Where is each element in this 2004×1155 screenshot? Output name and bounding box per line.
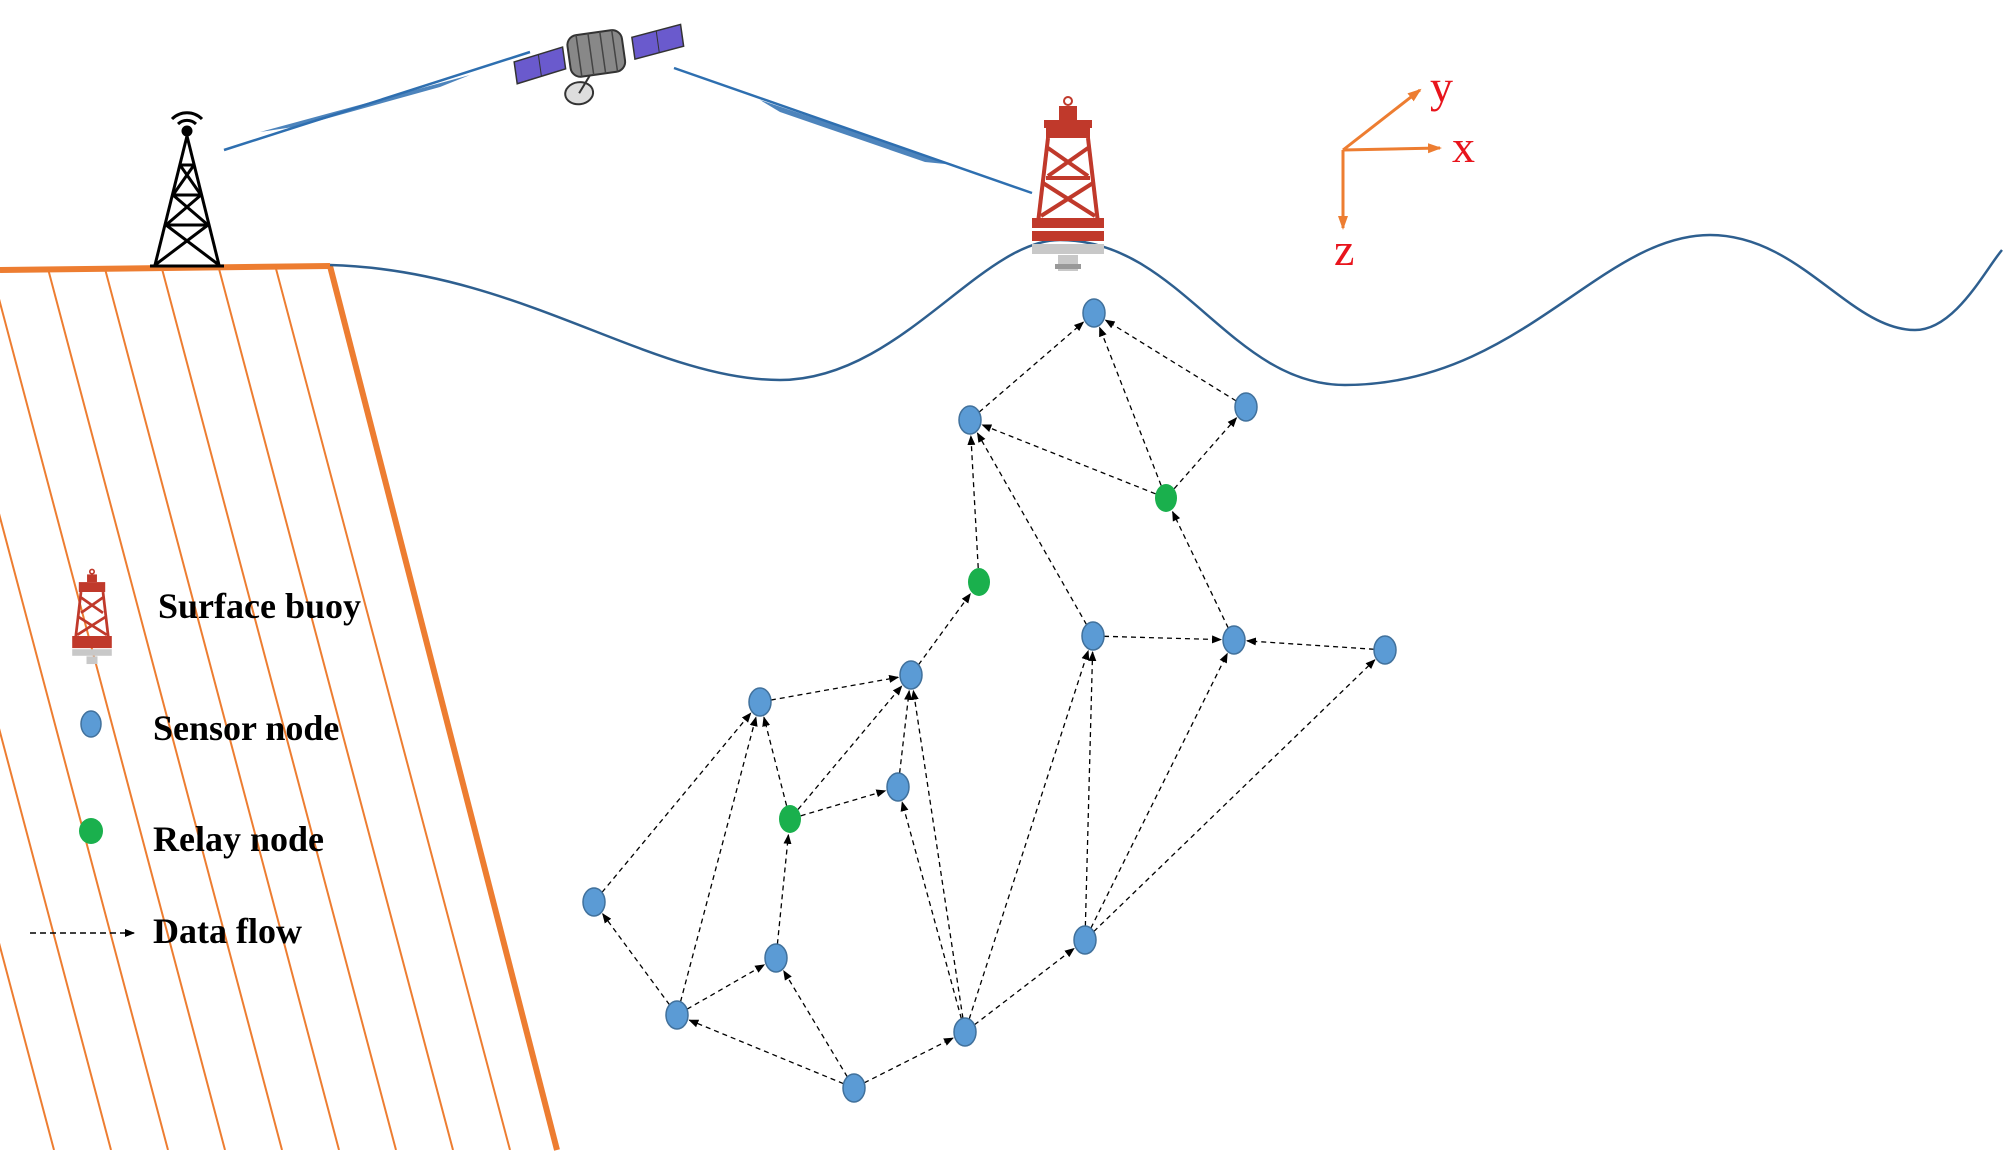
sensor-node	[748, 687, 772, 717]
sea-surface-wave	[329, 233, 2003, 387]
data-flow-arrow	[1099, 326, 1162, 486]
shore	[0, 263, 560, 1151]
legend-surface-buoy-label: Surface buoy	[158, 586, 361, 626]
z-axis-label: z	[1334, 224, 1354, 275]
shore-hatch-line	[46, 265, 283, 1150]
satellite-buoy-bolt	[760, 100, 955, 165]
shore-hatch-line	[0, 265, 169, 1150]
y-axis	[1342, 88, 1422, 152]
legend-buoy-icon	[72, 568, 112, 665]
shore-hatch-line	[0, 265, 226, 1150]
data-flow-arrow	[967, 434, 979, 569]
shore-hatch-line	[331, 265, 557, 1150]
data-flow-arrow	[688, 1019, 844, 1085]
legend-data-flow-label: Data flow	[153, 911, 302, 951]
data-flow-arrow	[974, 947, 1075, 1026]
shore-hatching	[0, 265, 557, 1150]
data-flow-arrow	[783, 969, 848, 1078]
data-flow-arrow	[1173, 417, 1238, 490]
network-nodes	[582, 298, 1397, 1103]
legend-sensor-node-icon	[80, 710, 102, 738]
shore-hatch-line	[103, 265, 340, 1150]
sensor-node	[1082, 298, 1106, 328]
y-axis-label: y	[1430, 61, 1453, 112]
data-flow-arrow	[976, 432, 1088, 625]
sensor-node	[1081, 621, 1105, 651]
shore-hatch-line	[445, 265, 557, 1150]
sensor-node	[886, 772, 910, 802]
data-flow-arrow	[898, 689, 913, 774]
satellite-buoy-link	[673, 66, 1033, 195]
data-flow-arrow	[863, 1037, 954, 1084]
relay-node	[779, 805, 801, 833]
data-flow-arrow	[968, 649, 1090, 1020]
legend-relay-node-label: Relay node	[153, 819, 324, 859]
sensor-node	[1234, 392, 1258, 422]
shore-hatch-line	[217, 265, 454, 1150]
data-flow-arrow	[601, 712, 752, 893]
shore-hatch-line	[160, 265, 397, 1150]
legend-sensor-node-label: Sensor node	[153, 708, 339, 748]
data-flow-arrow	[1090, 652, 1228, 929]
satellite-links	[223, 50, 1033, 195]
data-flow-arrow	[686, 964, 766, 1010]
sensor-node	[665, 1000, 689, 1030]
coordinate-axes	[1338, 88, 1442, 230]
data-flow-arrow	[776, 833, 792, 945]
data-flow-arrow	[1084, 650, 1097, 927]
relay-node	[1155, 484, 1177, 512]
data-flow-arrow	[917, 593, 971, 666]
data-flow-arrow	[981, 424, 1156, 495]
legend: Surface buoy Sensor node Relay node Data…	[30, 568, 361, 951]
sensor-node	[958, 405, 982, 435]
data-flow-arrow	[679, 716, 758, 1002]
tower-satellite-bolt	[260, 75, 470, 132]
data-flow-arrow	[797, 685, 903, 810]
data-flow-arrow	[978, 321, 1085, 413]
data-flow-arrow	[602, 913, 671, 1006]
sensor-node	[899, 660, 923, 690]
data-flow-arrow	[770, 674, 900, 701]
sensor-node	[1373, 635, 1397, 665]
sensor-node	[582, 887, 606, 917]
sensor-node	[842, 1073, 866, 1103]
data-flow-arrow	[910, 689, 964, 1019]
sensor-node	[1073, 925, 1097, 955]
sensor-node	[764, 943, 788, 973]
sensor-node	[953, 1017, 977, 1047]
x-axis-label: x	[1452, 121, 1475, 172]
data-flow-arrow	[1172, 510, 1229, 629]
relay-node	[968, 568, 990, 596]
shore-top-edge	[0, 263, 331, 273]
sensor-node	[1222, 625, 1246, 655]
data-flow-arrow	[900, 801, 963, 1019]
shore-hatch-line	[388, 265, 557, 1150]
data-flow-arrow	[800, 789, 887, 817]
surface-buoy-icon	[1032, 96, 1104, 271]
shore-slope-edge	[327, 265, 560, 1151]
data-flow-arrow	[1103, 635, 1223, 644]
antenna-tower-icon	[150, 111, 224, 268]
shore-hatch-line	[0, 265, 55, 1150]
x-axis	[1342, 143, 1442, 154]
legend-relay-node-icon	[79, 818, 103, 844]
data-flow-arrow	[1093, 659, 1376, 932]
shore-hatch-line	[0, 265, 112, 1150]
shore-hatch-line	[274, 265, 511, 1150]
data-flow-arrow	[1104, 319, 1237, 402]
data-flow-edges	[601, 319, 1376, 1085]
satellite-icon	[513, 23, 685, 106]
data-flow-arrow	[762, 716, 788, 806]
data-flow-arrow	[1245, 637, 1375, 650]
